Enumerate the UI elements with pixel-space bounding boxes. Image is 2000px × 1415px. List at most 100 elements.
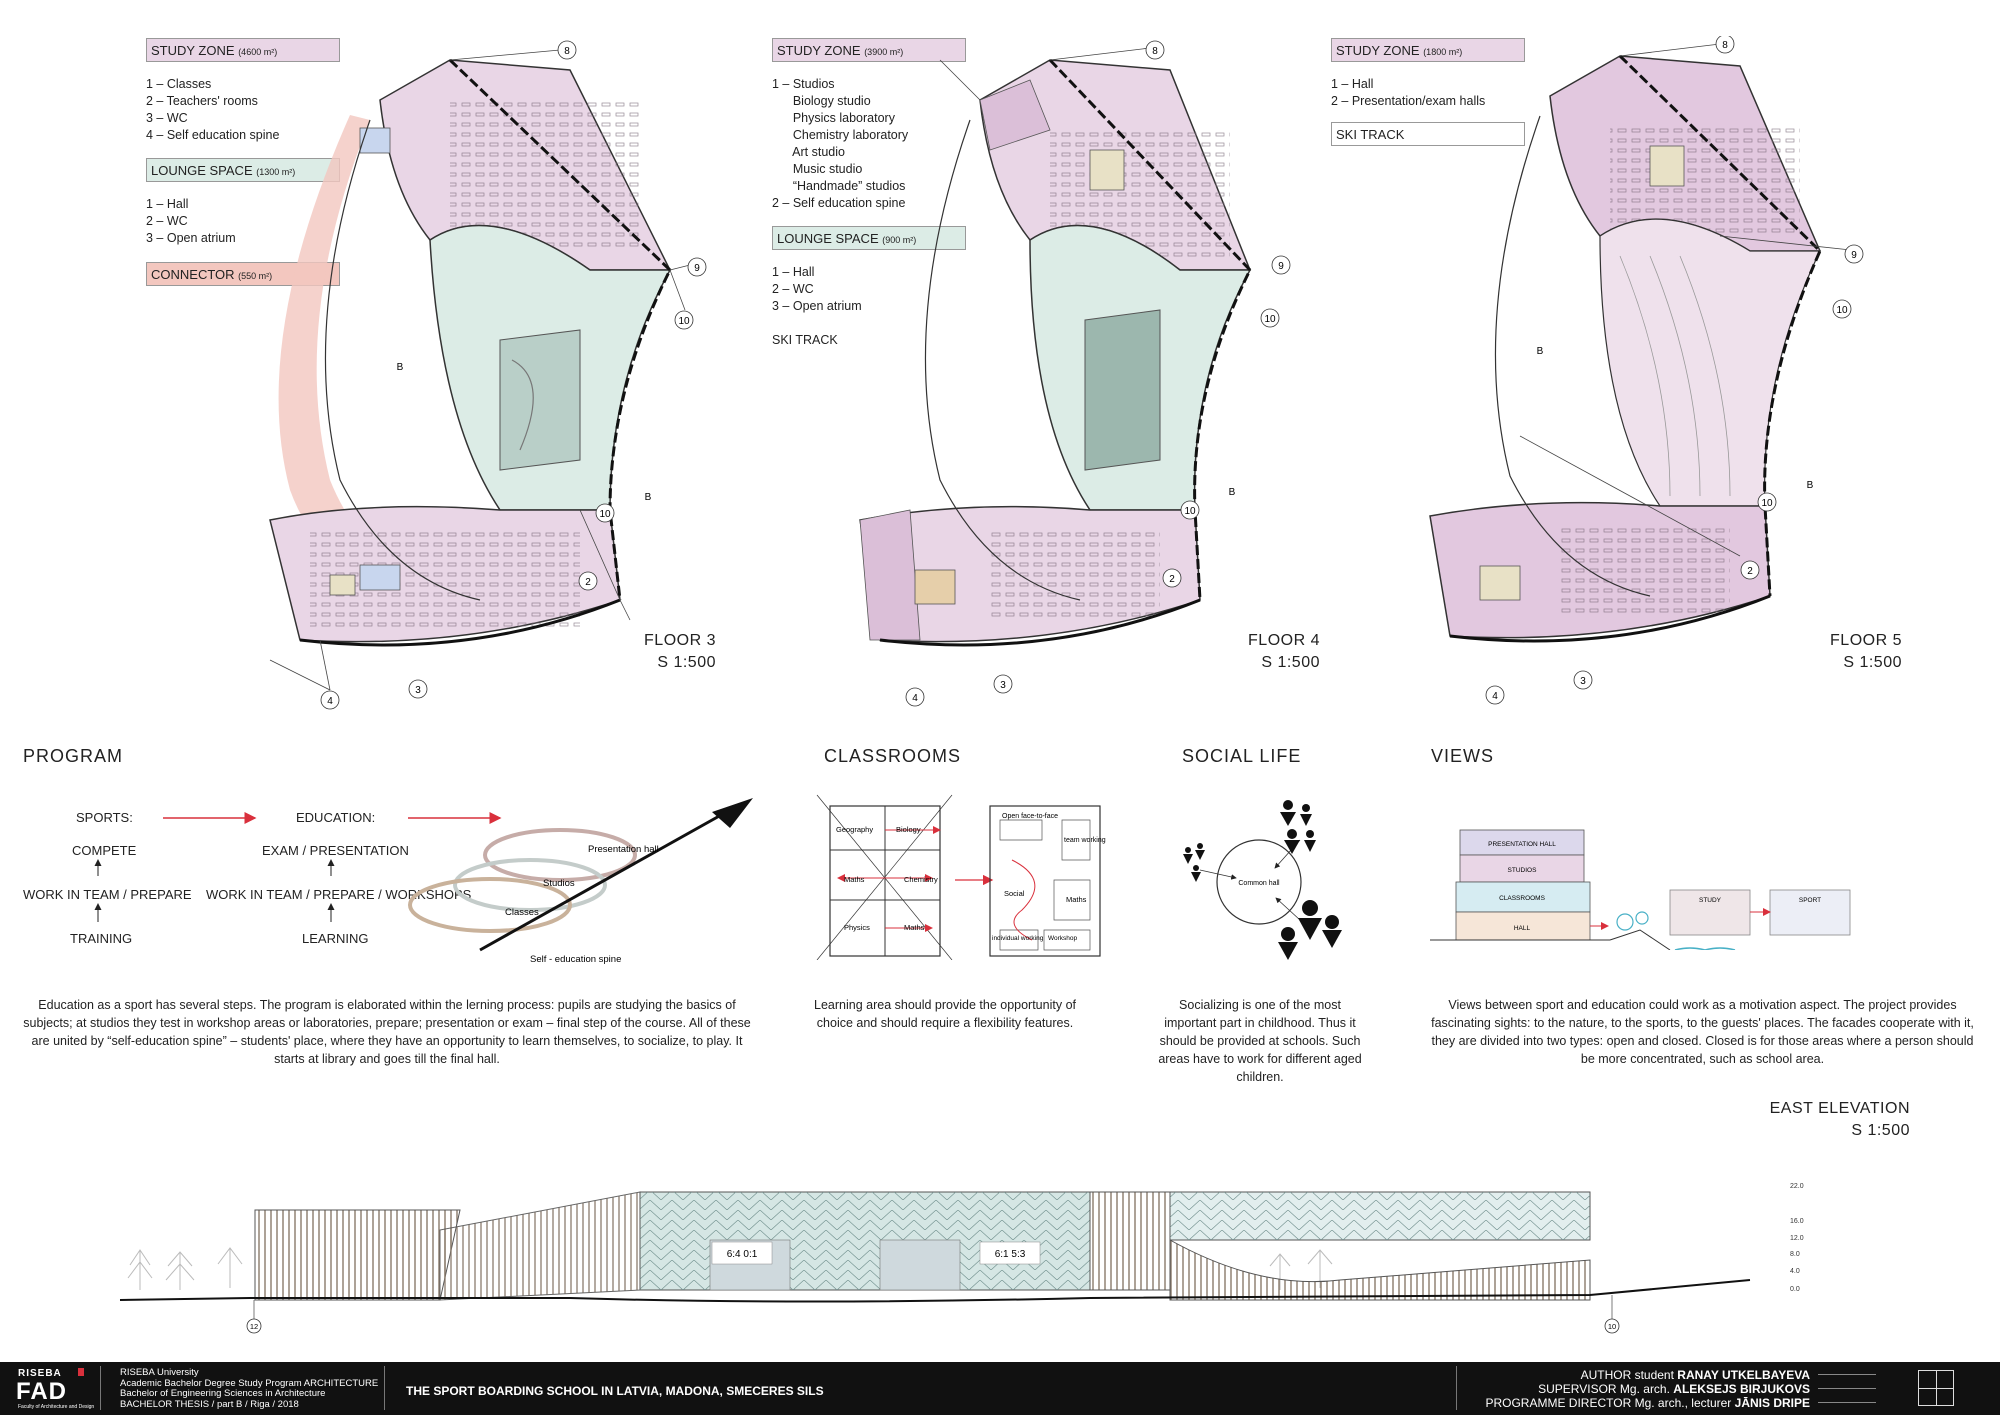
program-sports: SPORTS: <box>76 810 133 825</box>
logo-fad: FAD <box>16 1378 67 1405</box>
axis-marker-8: 8 <box>564 46 570 57</box>
study-zone-legend-5: STUDY ZONE (1800 m²) <box>1331 38 1525 62</box>
views-studios: STUDIOS <box>1508 867 1538 874</box>
axis-marker-10-5: 10 <box>1836 305 1848 316</box>
axis-marker-10b-5: 10 <box>1761 498 1773 509</box>
classrooms-text: Learning area should provide the opportu… <box>814 998 1076 1030</box>
lounge-items: 1 – Hall 2 – WC 3 – Open atrium <box>146 197 236 245</box>
level-8: 8.0 <box>1790 1251 1800 1258</box>
views-study: STUDY <box>1699 897 1722 904</box>
university-info: RISEBA University Academic Bachelor Degr… <box>120 1367 379 1410</box>
views-diagram: PRESENTATION HALL STUDIOS CLASSROOMS HAL… <box>1430 829 1851 950</box>
credit-director-role: PROGRAMME DIRECTOR Mg. arch., lecturer <box>1485 1396 1732 1410</box>
title-block: RISEBA FAD Faculty of Architecture and D… <box>0 1362 2000 1415</box>
left-block <box>254 1209 461 1301</box>
legend-study-zone-5-label: STUDY ZONE <box>1336 43 1420 58</box>
views-classrooms: CLASSROOMS <box>1499 895 1546 902</box>
credit-supervisor: SUPERVISOR Mg. arch. ALEKSEJS BIRJUKOVS <box>1480 1382 1810 1396</box>
classroom-physics: Physics <box>844 923 870 932</box>
floor-5-label: FLOOR 5 <box>1830 632 1902 649</box>
project-title: THE SPORT BOARDING SCHOOL IN LATVIA, MAD… <box>406 1384 824 1398</box>
study-zone-5-items: 1 – Hall 2 – Presentation/exam halls <box>1331 77 1486 108</box>
program-title: PROGRAM <box>23 746 124 766</box>
floor-4-scale: S 1:500 <box>1261 654 1320 671</box>
elevation-level-marks: 22.0 16.0 12.0 8.0 4.0 0.0 <box>1790 1183 1804 1293</box>
legend-study-zone-area: (4600 m²) <box>238 47 278 57</box>
logo-red-mark <box>78 1368 84 1376</box>
elevation-label: EAST ELEVATION <box>1769 1100 1910 1117</box>
ski-track-label-4: SKI TRACK <box>772 333 838 347</box>
credit-director: PROGRAMME DIRECTOR Mg. arch., lecturer J… <box>1480 1396 1810 1410</box>
social-common-hall: Common hall <box>1238 880 1280 887</box>
credit-director-name: JĀNIS DRIPE <box>1734 1396 1810 1410</box>
axis-marker-10-4: 10 <box>1264 314 1276 325</box>
axis-marker-10: 10 <box>678 316 690 327</box>
axis-marker-8-4: 8 <box>1152 46 1158 57</box>
classroom-chemistry: Chemistry <box>904 875 938 884</box>
axis-marker-4-5: 4 <box>1492 691 1498 702</box>
logo-riseba: RISEBA <box>18 1368 62 1379</box>
axis-marker-4-4: 4 <box>912 693 918 704</box>
legend-lounge-area: (1300 m²) <box>256 167 296 177</box>
floor-3-label: FLOOR 3 <box>644 632 716 649</box>
axis-marker-3: 3 <box>415 685 421 696</box>
axis-marker-2-5: 2 <box>1747 566 1753 577</box>
elevation-score-left: 6:4 0:1 <box>727 1249 758 1260</box>
program-team-workshops: WORK IN TEAM / PREPARE / WORKSHOPS <box>206 887 472 902</box>
axis-marker-3-4: 3 <box>1000 680 1006 691</box>
legend-study-zone-5-area: (1800 m²) <box>1423 47 1463 57</box>
level-0: 0.0 <box>1790 1286 1800 1293</box>
social-diagram: Common hall <box>1183 800 1342 960</box>
study-zone-items: 1 – Classes 2 – Teachers' rooms 3 – WC 4… <box>146 77 280 142</box>
level-4: 4.0 <box>1790 1268 1800 1275</box>
program-training: TRAINING <box>70 931 133 946</box>
connector-band <box>278 115 480 620</box>
study-zone-4-items: 1 – Studios Biology studio Physics labor… <box>772 77 909 210</box>
floor-4-title: FLOOR 4 S 1:500 <box>1170 630 1320 674</box>
sheet-grid-mark <box>1918 1370 1954 1406</box>
floor-4-label: FLOOR 4 <box>1248 632 1320 649</box>
views-hall: HALL <box>1514 925 1531 932</box>
classroom-maths-3: Maths <box>1066 895 1087 904</box>
program-exam: EXAM / PRESENTATION <box>262 843 409 858</box>
program-spine: Self - education spine <box>530 954 621 965</box>
elevation-axis-12: 12 <box>250 1322 258 1331</box>
level-22: 22.0 <box>1790 1183 1804 1190</box>
classroom-maths: Maths <box>844 875 865 884</box>
legend-study-zone-4-area: (3900 m²) <box>864 47 904 57</box>
study-zone-legend-4: STUDY ZONE (3900 m²) <box>772 38 966 62</box>
axis-marker-4: 4 <box>327 696 333 707</box>
axis-markers: 8 9 10 10 2 3 4 B B <box>320 40 707 710</box>
program-diagram: Presentation hall Studios Classes Self -… <box>94 798 753 965</box>
legend-lounge-4-label: LOUNGE SPACE <box>777 231 879 246</box>
open-atrium <box>499 329 581 471</box>
axis-marker-10b-4: 10 <box>1184 506 1196 517</box>
axis-marker-8-5: 8 <box>1722 40 1728 51</box>
credit-supervisor-role: SUPERVISOR Mg. arch. <box>1538 1382 1670 1396</box>
open-atrium-4 <box>1084 309 1161 471</box>
credit-author-name: RANAY UTKELBAYEVA <box>1677 1368 1810 1382</box>
trees <box>127 1247 1333 1290</box>
section-marker-b-2: B <box>645 492 652 503</box>
program-education: EDUCATION: <box>296 810 376 825</box>
classrooms-title: CLASSROOMS <box>824 746 962 766</box>
elevation-axis-10: 10 <box>1608 1322 1616 1331</box>
program-learning: LEARNING <box>302 931 369 946</box>
classroom-open-face: Open face-to-face <box>1002 813 1058 820</box>
section-marker-b-5b: B <box>1807 480 1814 491</box>
people-icons <box>1183 800 1342 960</box>
legend-study-zone-label: STUDY ZONE <box>151 43 235 58</box>
section-marker-b: B <box>397 362 404 373</box>
axis-marker-10-lower: 10 <box>599 509 611 520</box>
credit-author: AUTHOR student RANAY UTKELBAYEVA <box>1480 1368 1810 1382</box>
east-elevation: 6:4 0:1 6:1 5:3 12 10 22.0 16.0 12.0 8.0… <box>119 1183 1804 1334</box>
ski-track-area-5 <box>1599 218 1821 507</box>
ski-track-legend-5: SKI TRACK <box>1331 122 1525 146</box>
level-12: 12.0 <box>1790 1235 1804 1242</box>
lounge-legend-4: LOUNGE SPACE (900 m²) <box>772 226 966 250</box>
level-16: 16.0 <box>1790 1218 1804 1225</box>
program-presentation-hall: Presentation hall <box>588 844 659 855</box>
lounge-4-items: 1 – Hall 2 – WC 3 – Open atrium <box>772 265 862 313</box>
